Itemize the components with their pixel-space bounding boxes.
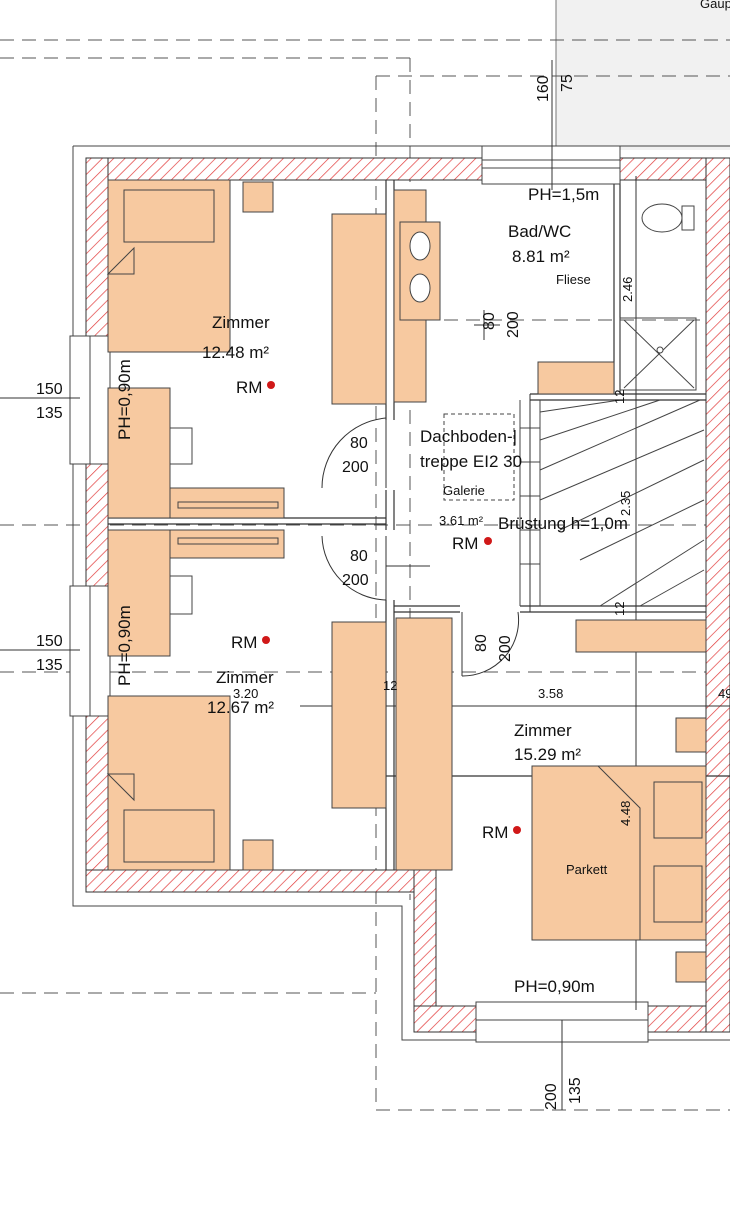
nightstand-nw — [242, 181, 274, 213]
room-name-zimmer-sw: Zimmer — [216, 668, 274, 687]
desk-nw — [107, 387, 171, 519]
floor-type-se: Parkett — [566, 862, 608, 877]
dim-zimmer-sw-width: 3.20 — [233, 686, 258, 701]
rm-label-nw: RM — [236, 378, 262, 397]
window-bad — [481, 145, 621, 185]
dim-zimmer-se-width: 3.58 — [538, 686, 563, 701]
dim-west-top-a: 150 — [36, 381, 63, 398]
window-ph-south: PH=0,90m — [514, 977, 595, 996]
room-name-galerie: Galerie — [443, 483, 485, 498]
dim-door-se-a: 80 — [473, 634, 490, 652]
bed-se — [531, 765, 707, 941]
dim-top-window-b: 75 — [559, 74, 576, 92]
nightstand-sw — [242, 839, 274, 871]
rm-label-se: RM — [482, 823, 508, 842]
dim-stair-top: 12 — [612, 390, 627, 404]
dim-door-nw-b: 200 — [342, 459, 369, 476]
stair-label-2: treppe EI2 30 — [420, 452, 522, 471]
bathroom-fixtures — [619, 203, 697, 391]
shelf-se-2 — [675, 951, 707, 983]
smoke-detector-icon — [484, 537, 492, 545]
dim-stair-bottom: 12 — [612, 602, 627, 616]
neighbour-area — [556, 0, 730, 150]
room-area-zimmer-sw: 12.67 m² — [207, 698, 274, 717]
staircase — [443, 399, 705, 607]
dim-zimmer-se-depth: 4.48 — [618, 801, 633, 826]
wardrobe-sw — [331, 621, 387, 809]
smoke-detector-icon — [513, 826, 521, 834]
bad-cabinet — [537, 361, 615, 395]
room-name-zimmer-nw: Zimmer — [212, 313, 270, 332]
dim-top-window-a: 160 — [535, 75, 552, 102]
dimension-texts: 160 75 150 135 150 135 80 200 80 200 80 … — [36, 74, 730, 1110]
room-area-bad: 8.81 m² — [512, 247, 570, 266]
dim-door-sw-b: 200 — [342, 572, 369, 589]
room-area-galerie: 3.61 m² — [439, 513, 484, 528]
wardrobe-hall — [395, 617, 453, 871]
furniture — [106, 179, 707, 983]
dim-door-bad-a: 80 — [481, 312, 498, 330]
dim-door-se-b: 200 — [497, 635, 514, 662]
railing-label: Brüstung h=1,0m — [498, 514, 628, 533]
room-area-zimmer-se: 15.29 m² — [514, 745, 581, 764]
smoke-detector-icon — [262, 636, 270, 644]
stair-label-1: Dachboden-| — [420, 427, 517, 446]
dim-stair-width: 2.35 — [618, 491, 633, 516]
top-right-label: Gaup — [700, 0, 730, 11]
dim-bottom-window-a: 200 — [543, 1083, 560, 1110]
room-name-zimmer-se: Zimmer — [514, 721, 572, 740]
room-area-zimmer-nw: 12.48 m² — [202, 343, 269, 362]
window-ph-west-top: PH=0,90m — [115, 359, 134, 440]
desk-sw — [107, 529, 171, 657]
rm-label-galerie: RM — [452, 534, 478, 553]
door-se — [461, 611, 520, 677]
shelf-se — [675, 717, 707, 753]
room-name-bad: Bad/WC — [508, 222, 571, 241]
dim-west-top-b: 135 — [36, 405, 63, 422]
smoke-detector-icon — [267, 381, 275, 389]
sideboard-se — [575, 619, 707, 653]
shower — [619, 317, 697, 391]
door-sw — [321, 535, 387, 601]
windows — [69, 145, 649, 1043]
dim-wall-thickness: 12 — [383, 678, 397, 693]
dim-bad-width: 2.46 — [620, 277, 635, 302]
wardrobe-nw — [331, 213, 387, 405]
dim-west-bottom-a: 150 — [36, 633, 63, 650]
shower-drain-icon — [656, 346, 664, 354]
rm-label-sw: RM — [231, 633, 257, 652]
room-labels: Zimmer 12.48 m² RM Zimmer 12.67 m² RM Zi… — [115, 185, 628, 996]
toilet-icon — [641, 203, 683, 233]
dim-door-sw-a: 80 — [350, 548, 368, 565]
dim-bottom-window-b: 135 — [567, 1077, 584, 1104]
dim-door-bad-b: 200 — [505, 311, 522, 338]
dim-door-nw-a: 80 — [350, 435, 368, 452]
door-nw — [321, 417, 387, 489]
window-ph-bad: PH=1,5m — [528, 185, 599, 204]
door-swings — [321, 417, 520, 677]
dim-west-bottom-b: 135 — [36, 657, 63, 674]
dim-right-partial: 49 — [718, 686, 730, 701]
window-ph-west-bottom: PH=0,90m — [115, 605, 134, 686]
floor-type-bad: Fliese — [556, 272, 591, 287]
